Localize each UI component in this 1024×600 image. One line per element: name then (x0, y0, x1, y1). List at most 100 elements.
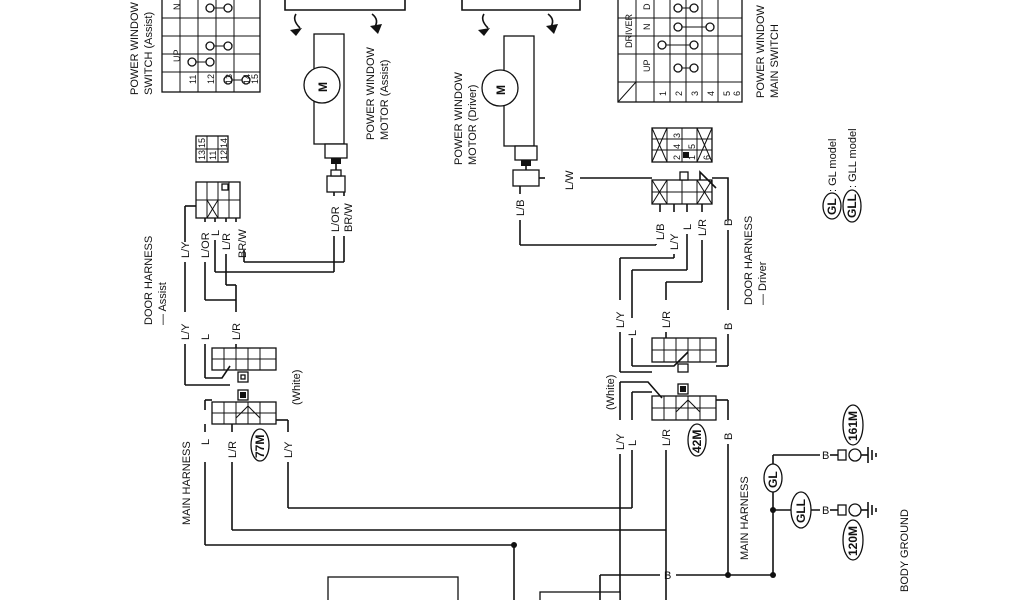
assist-mid-connector (211, 347, 277, 383)
connector-42m-label: 42M (690, 430, 704, 453)
wire-driver-motor-lb: L/B (515, 199, 527, 216)
badge-gll-label: GLL (794, 499, 808, 523)
assist-switch-table: N UP 11 12 13 14 15 (161, 0, 261, 93)
main-switch-label-1: POWER WINDOW (755, 5, 767, 98)
wire-assist-main-ly: L/Y (283, 441, 295, 458)
assist-switch-label-2: SWITCH (Assist) (143, 12, 155, 95)
driver-pin-5: 5 (687, 144, 697, 149)
driver-pin-4: 4 (672, 144, 682, 149)
assist-motor-symbol: M (316, 82, 330, 92)
wire-assist-main-lr: L/R (227, 441, 239, 458)
main-table-up: UP (642, 59, 652, 72)
wire-assist-motor-brw: BR/W (343, 203, 355, 232)
main-row-2: 2 (674, 91, 684, 96)
badge-gl: GL (763, 463, 783, 493)
wire-ground-b2: B (822, 505, 829, 517)
legend-gll: GLL : GLL model (842, 128, 862, 223)
connector-161m: 161M (842, 404, 864, 446)
wire-driver-top-ly: L/Y (669, 233, 681, 250)
legend-gl-text: : GL model (827, 139, 839, 192)
driver-motor-symbol: M (494, 85, 508, 95)
legend-gl-code: GL (825, 198, 839, 215)
legend-gll-text: : GLL model (847, 128, 859, 188)
assist-row-13: 13 (224, 74, 234, 84)
door-harness-driver-label-2: — Driver (757, 261, 769, 305)
main-harness-right-label: MAIN HARNESS (739, 476, 751, 560)
wire-assist-mid-ly: L/Y (180, 323, 192, 340)
wire-driver-top-b: B (723, 219, 735, 226)
wire-assist-mid-l: L (200, 334, 212, 340)
assist-motor: M (303, 33, 348, 193)
main-row-4: 4 (706, 91, 716, 96)
wire-driver-main-l: L (627, 440, 639, 446)
main-table-d: D (642, 3, 652, 10)
driver-pin-3: 3 (672, 133, 682, 138)
badge-gll: GLL (790, 491, 812, 529)
driver-regulator (461, 0, 581, 36)
wire-assist-mid-lr: L/R (231, 323, 243, 340)
driver-pin-6: 6 (702, 155, 712, 160)
wire-assist-top-lr: L/R (221, 233, 233, 250)
assist-door-connector (195, 181, 241, 219)
connector-161m-label: 161M (846, 411, 860, 441)
wire-assist-main-l: L (200, 439, 212, 445)
assist-row-14: 14 (242, 74, 252, 84)
assist-pin-13: 13 (197, 150, 207, 160)
driver-pin-map: 3 4 5 2 1 6 (651, 127, 713, 163)
driver-door-connector (651, 171, 713, 205)
driver-pin-1: 1 (687, 155, 697, 160)
assist-pin-15: 15 (197, 138, 207, 148)
connector-42m: 42M (687, 423, 707, 457)
wire-assist-motor-lor: L/OR (330, 206, 342, 232)
door-harness-driver-label-1: DOOR HARNESS (743, 216, 755, 305)
assist-pin-11: 11 (208, 151, 218, 160)
driver-pin-2: 2 (672, 155, 682, 160)
wire-bottom-b: B (664, 570, 671, 582)
wire-assist-top-ly: L/Y (180, 241, 192, 258)
wire-driver-top-l: L (682, 224, 694, 230)
door-harness-assist-label-2: — Assist (157, 282, 169, 325)
assist-row-11: 11 (188, 75, 198, 84)
wire-assist-top-l: L (210, 230, 222, 236)
connector-77m-label: 77M (253, 435, 267, 458)
connector-120m-label: 120M (846, 526, 860, 556)
assist-pin-14: 14 (219, 138, 229, 148)
badge-gl-label: GL (766, 471, 780, 488)
assist-motor-label-2: MOTOR (Assist) (379, 60, 391, 140)
wire-driver-mid-lr: L/R (661, 311, 673, 328)
assist-main-connector (211, 389, 277, 425)
wire-driver-top-lb: L/B (655, 223, 667, 240)
assist-pin-12: 12 (219, 150, 229, 160)
main-table-n: N (642, 24, 652, 31)
main-row-3: 3 (690, 91, 700, 96)
driver-motor-label-1: POWER WINDOW (453, 72, 465, 165)
white-right: (White) (605, 375, 617, 410)
assist-row-12: 12 (206, 74, 216, 84)
driver-motor: M (481, 35, 540, 187)
wire-assist-top-brw: BR/W (237, 229, 249, 258)
connector-77m: 77M (250, 428, 270, 462)
assist-table-up: UP (172, 49, 182, 62)
main-table-driver: DRIVER (624, 13, 634, 48)
main-harness-left-label: MAIN HARNESS (181, 441, 193, 525)
main-row-6: 6 (732, 91, 742, 96)
wire-driver-motor-lw: L/W (564, 170, 576, 190)
assist-row-15: 15 (250, 74, 260, 84)
body-ground-label: BODY GROUND (899, 509, 911, 592)
assist-switch-label-1: POWER WINDOW (129, 2, 141, 95)
wire-driver-mid-l: L (627, 330, 639, 336)
wire-driver-main-lr: L/R (661, 429, 673, 446)
wire-driver-main-b: B (723, 433, 735, 440)
driver-mid-connector (651, 337, 717, 373)
wire-ground-b1: B (822, 450, 829, 462)
door-harness-assist-label-1: DOOR HARNESS (143, 236, 155, 325)
main-switch-label-2: MAIN SWITCH (769, 24, 781, 98)
driver-main-connector (651, 383, 717, 421)
driver-motor-label-2: MOTOR (Driver) (467, 85, 479, 165)
main-row-5: 5 (722, 91, 732, 96)
wire-driver-mid-b: B (723, 323, 735, 330)
assist-table-n: N (172, 4, 182, 11)
wire-driver-mid-ly: L/Y (615, 311, 627, 328)
assist-pin-map: 15 13 11 14 12 (195, 135, 229, 163)
